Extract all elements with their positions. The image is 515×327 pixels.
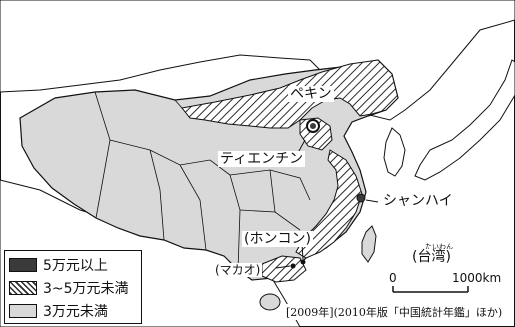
label-taiwan-ruby: たいわん — [425, 243, 453, 251]
macau-marker — [290, 263, 296, 269]
legend-item-3-to-5man: 3~5万元未満 — [9, 279, 129, 297]
legend-label: 3万元未満 — [43, 304, 108, 320]
legend-swatch-dark — [9, 258, 37, 272]
legend-label: 5万元以上 — [43, 258, 108, 274]
legend-item-over-5man: 5万元以上 — [9, 256, 108, 274]
beijing-marker-core — [310, 123, 316, 129]
neighbor-land-korea — [383, 127, 406, 177]
legend-item-under-3man: 3万元未満 — [9, 302, 108, 320]
region-3-to-5man-guangdong — [261, 255, 307, 283]
label-macau: (マカオ) — [213, 263, 263, 277]
legend-swatch-hatch — [9, 281, 37, 295]
label-taiwan: (台湾) — [410, 249, 453, 265]
legend-label: 3~5万元未満 — [43, 281, 129, 297]
scale-max: 1000km — [452, 271, 502, 285]
shanghai-marker — [356, 193, 366, 203]
scale-bar — [392, 286, 469, 293]
label-hongkong: (ホンコン) — [242, 231, 313, 247]
province-borders — [94, 91, 311, 271]
label-shanghai: シャンハイ — [381, 193, 455, 209]
taiwan-island — [361, 225, 377, 263]
legend: 5万元以上 3~5万元未満 3万元未満 — [4, 250, 142, 324]
label-tianjin: ティエンチン — [218, 151, 306, 167]
legend-swatch-gray — [9, 304, 37, 318]
scale-zero: 0 — [389, 271, 397, 285]
source-note: [2009年](2010年版「中国統計年鑑」ほか) — [286, 304, 503, 320]
neighbor-land-japan — [414, 59, 515, 181]
hainan-island — [259, 293, 281, 311]
hongkong-marker — [300, 259, 306, 265]
label-beijing: ペキン — [288, 86, 334, 102]
